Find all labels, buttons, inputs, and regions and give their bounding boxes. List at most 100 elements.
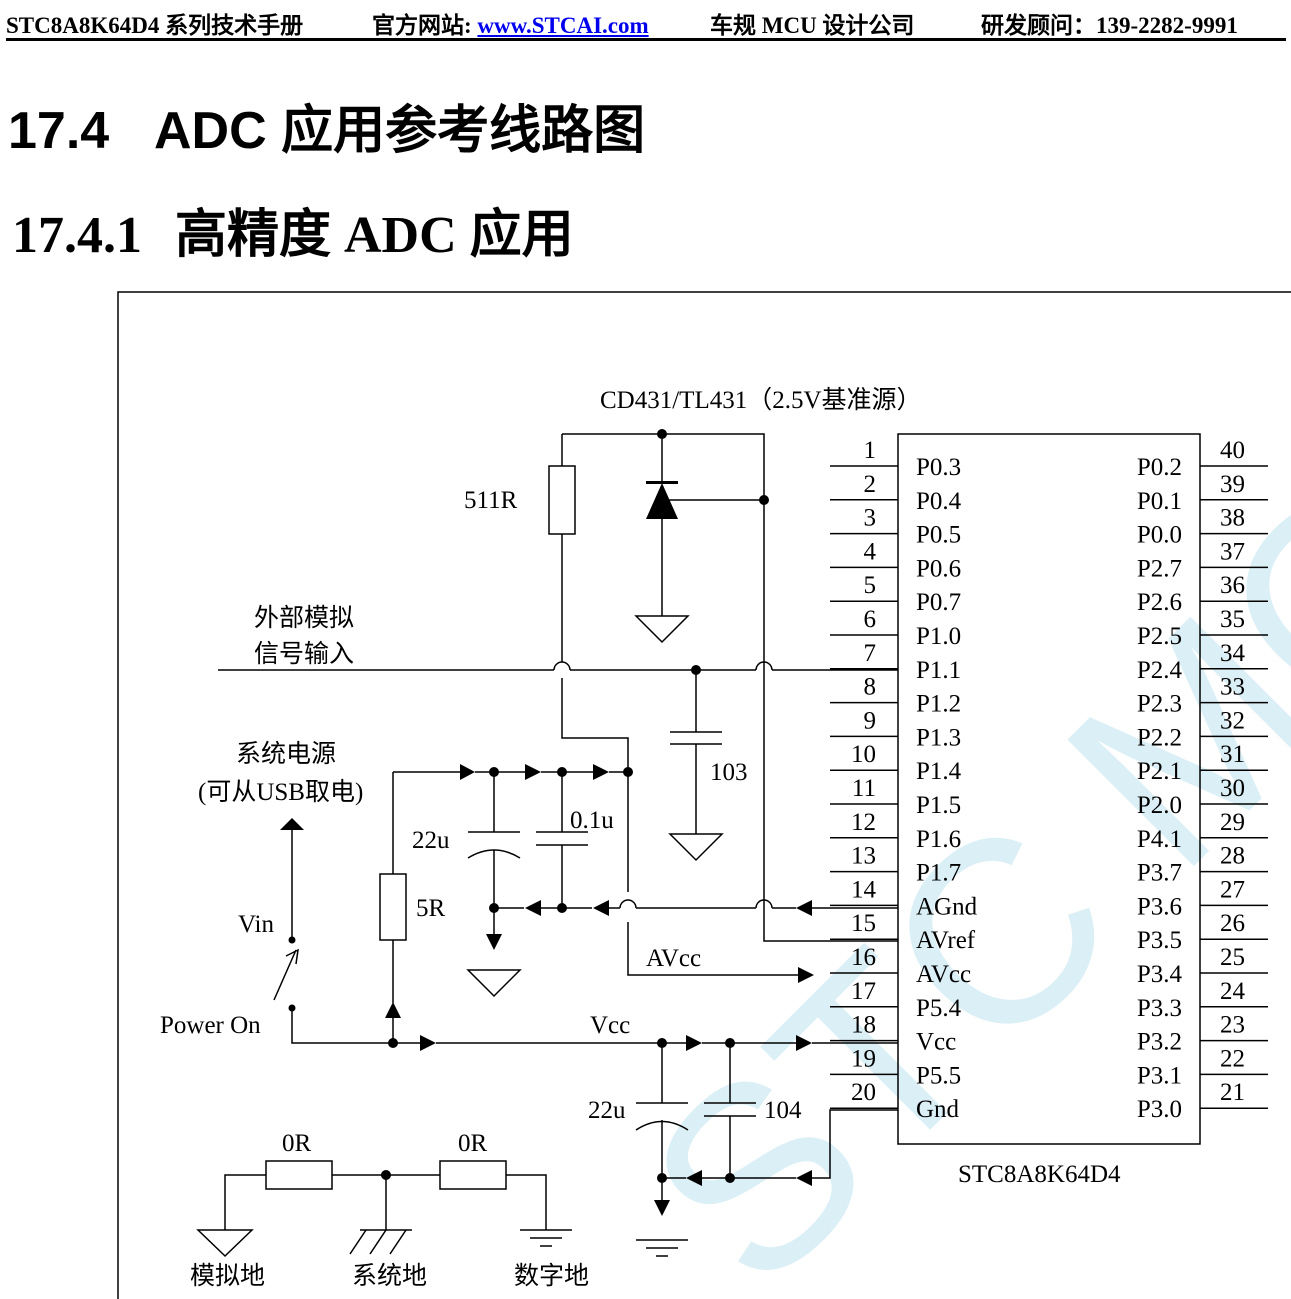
pin-number: 6 — [864, 606, 877, 633]
pin-name: P1.0 — [916, 623, 961, 650]
pin-number: 14 — [851, 876, 877, 903]
site-label: 官方网站: www.STCAI.com — [372, 13, 649, 38]
pin-name: P1.7 — [916, 860, 961, 887]
figure-frame — [117, 291, 1291, 1299]
pin-number: 7 — [864, 640, 877, 667]
pin-number: 5 — [864, 572, 877, 599]
pin-name: P0.7 — [916, 589, 961, 616]
pin-name: P0.0 — [1137, 522, 1182, 549]
pin-name: P5.5 — [916, 1062, 961, 1089]
pin-name: P1.3 — [916, 724, 961, 751]
pin-name: AGnd — [916, 893, 978, 920]
pin-name: P4.1 — [1137, 826, 1182, 853]
pin-number: 24 — [1220, 978, 1246, 1005]
pin-number: 2 — [864, 471, 877, 498]
pin-name: P0.1 — [1137, 488, 1182, 515]
pin-name: P2.5 — [1137, 623, 1182, 650]
power-label-2: (可从USB取电) — [198, 778, 363, 806]
r0-b-label: 0R — [458, 1130, 488, 1157]
pin-name: P0.3 — [916, 454, 961, 481]
pin-name: P3.0 — [1137, 1096, 1182, 1123]
power-label-1: 系统电源 — [236, 740, 336, 768]
reference-label: CD431/TL431（2.5V基准源） — [600, 386, 922, 414]
pin-number: 12 — [851, 809, 876, 836]
pin-number: 1 — [864, 437, 877, 464]
pin-name: P5.4 — [916, 995, 962, 1022]
c104-label: 104 — [764, 1097, 802, 1124]
pin-name: P3.1 — [1137, 1062, 1182, 1089]
pin-name: P2.3 — [1137, 691, 1182, 718]
pin-number: 16 — [851, 944, 876, 971]
pin-number: 40 — [1220, 437, 1245, 464]
pin-number: 26 — [1220, 910, 1245, 937]
pin-name: P0.4 — [916, 488, 962, 515]
pin-name: P1.6 — [916, 826, 961, 853]
pin-name: P1.2 — [916, 691, 961, 718]
r5-label: 5R — [416, 895, 446, 922]
pin-name: P1.5 — [916, 792, 961, 819]
pin-number: 28 — [1220, 843, 1245, 870]
pin-name: P0.2 — [1137, 454, 1182, 481]
pin-number: 15 — [851, 910, 876, 937]
pin-number: 18 — [851, 1012, 876, 1039]
pin-number: 8 — [864, 674, 877, 701]
page-header: STC8A8K64D4 系列技术手册 官方网站: www.STCAI.com 车… — [6, 4, 1286, 41]
manual-title: STC8A8K64D4 系列技术手册 — [6, 13, 304, 38]
power-terminal-icon — [280, 818, 304, 830]
pin-number: 9 — [864, 707, 877, 734]
pin-name: P3.7 — [1137, 860, 1182, 887]
pin-number: 17 — [851, 978, 876, 1005]
pin-name: P2.6 — [1137, 589, 1182, 616]
pin-number: 31 — [1220, 741, 1245, 768]
r0-a-label: 0R — [282, 1130, 312, 1157]
chip-body — [897, 433, 1201, 1145]
pin-number: 22 — [1220, 1045, 1245, 1072]
pin-name: Gnd — [916, 1096, 960, 1123]
r511-label: 511R — [464, 487, 518, 514]
company-text: 车规 MCU 设计公司 — [710, 13, 915, 38]
analog-input-label-2: 信号输入 — [254, 640, 354, 668]
pin-number: 27 — [1220, 876, 1245, 903]
chip-name: STC8A8K64D4 — [958, 1161, 1121, 1188]
resistor-0r-b — [439, 1160, 507, 1190]
pin-name: P1.1 — [916, 657, 961, 684]
pin-number: 11 — [852, 775, 876, 802]
resistor-5r — [379, 873, 407, 941]
resistor-0r-a — [265, 1160, 333, 1190]
pin-name: P1.4 — [916, 758, 962, 785]
pin-number: 34 — [1220, 640, 1246, 667]
subsection-title: 高精度 ADC 应用 — [175, 207, 574, 264]
pin-name: AVcc — [916, 961, 971, 988]
pin-number: 3 — [864, 505, 877, 532]
section-number: 17.4 — [8, 102, 110, 160]
pin-number: 23 — [1220, 1012, 1245, 1039]
avcc-net-label: AVcc — [646, 945, 701, 972]
resistor-511r — [548, 465, 576, 535]
pin-name: P3.5 — [1137, 927, 1182, 954]
pin-name: P0.5 — [916, 522, 961, 549]
subsection-number: 17.4.1 — [12, 207, 142, 264]
pin-name: P3.6 — [1137, 893, 1182, 920]
pin-name: P2.2 — [1137, 724, 1182, 751]
pin-number: 30 — [1220, 775, 1245, 802]
pin-name: P2.1 — [1137, 758, 1182, 785]
vcc-net-label: Vcc — [590, 1012, 630, 1039]
pin-number: 32 — [1220, 707, 1245, 734]
pin-number: 25 — [1220, 944, 1245, 971]
pin-name: P3.4 — [1137, 961, 1183, 988]
c22u-a-label: 22u — [412, 827, 450, 854]
pin-number: 19 — [851, 1045, 876, 1072]
site-link[interactable]: www.STCAI.com — [477, 13, 649, 38]
pin-name: P3.2 — [1137, 1029, 1182, 1056]
pin-number: 36 — [1220, 572, 1245, 599]
pin-name: P2.4 — [1137, 657, 1183, 684]
tl431-diode — [646, 483, 678, 519]
pin-name: Vcc — [916, 1029, 956, 1056]
pin-number: 29 — [1220, 809, 1245, 836]
vin-label: Vin — [238, 911, 274, 938]
system-ground-label: 系统地 — [352, 1262, 427, 1290]
pin-name: P3.3 — [1137, 995, 1182, 1022]
pin-number: 4 — [864, 538, 877, 565]
